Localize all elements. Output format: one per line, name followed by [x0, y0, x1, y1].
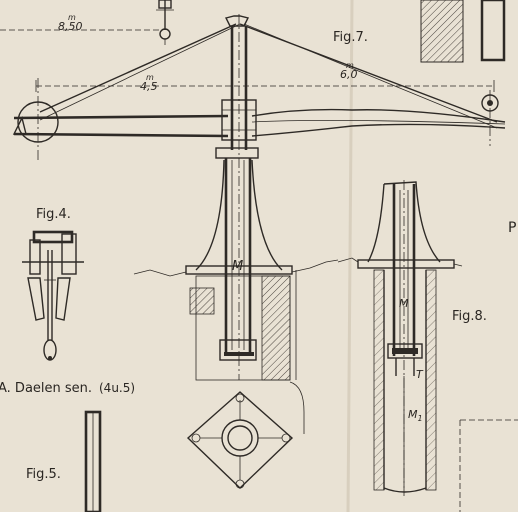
dim-value-8-50: 8,50: [58, 20, 83, 33]
letter-t-fig8: T: [416, 368, 424, 381]
fig7-crane-diagram: [0, 0, 506, 380]
fig5-bar-diagram: [84, 410, 102, 512]
top-right-fragment: [420, 0, 506, 63]
author-credit: A. Daelen sen.: [0, 381, 92, 396]
fig5-label: Fig.5.: [26, 467, 61, 482]
fig4-trolley-diagram: [22, 230, 84, 361]
dim-unit-8-50: m: [68, 13, 76, 22]
right-edge-fragment: [459, 419, 518, 512]
hook-detail: [156, 0, 174, 45]
letter-m-fig7: M: [232, 259, 243, 274]
base-plate-plan: [186, 381, 305, 489]
letter-m1-fig8: M1: [408, 408, 423, 423]
dim-unit-4-5: m: [146, 73, 154, 82]
plate-reference: (4u.5): [99, 381, 135, 395]
fold-line: [346, 0, 354, 512]
dim-unit-6-0: m: [346, 61, 354, 70]
fig8-label: Fig.8.: [452, 309, 487, 324]
fig4-label: Fig.4.: [36, 207, 71, 222]
fig7-label: Fig.7.: [333, 30, 368, 45]
fig7-column-base: [133, 147, 339, 381]
fig8-column-diagram: [337, 180, 463, 496]
edge-letter: P: [508, 220, 516, 236]
dim-value-4-5: 4,5: [140, 80, 158, 93]
dim-value-6-0: 6,0: [340, 68, 358, 81]
letter-m-fig8: M: [399, 297, 409, 310]
